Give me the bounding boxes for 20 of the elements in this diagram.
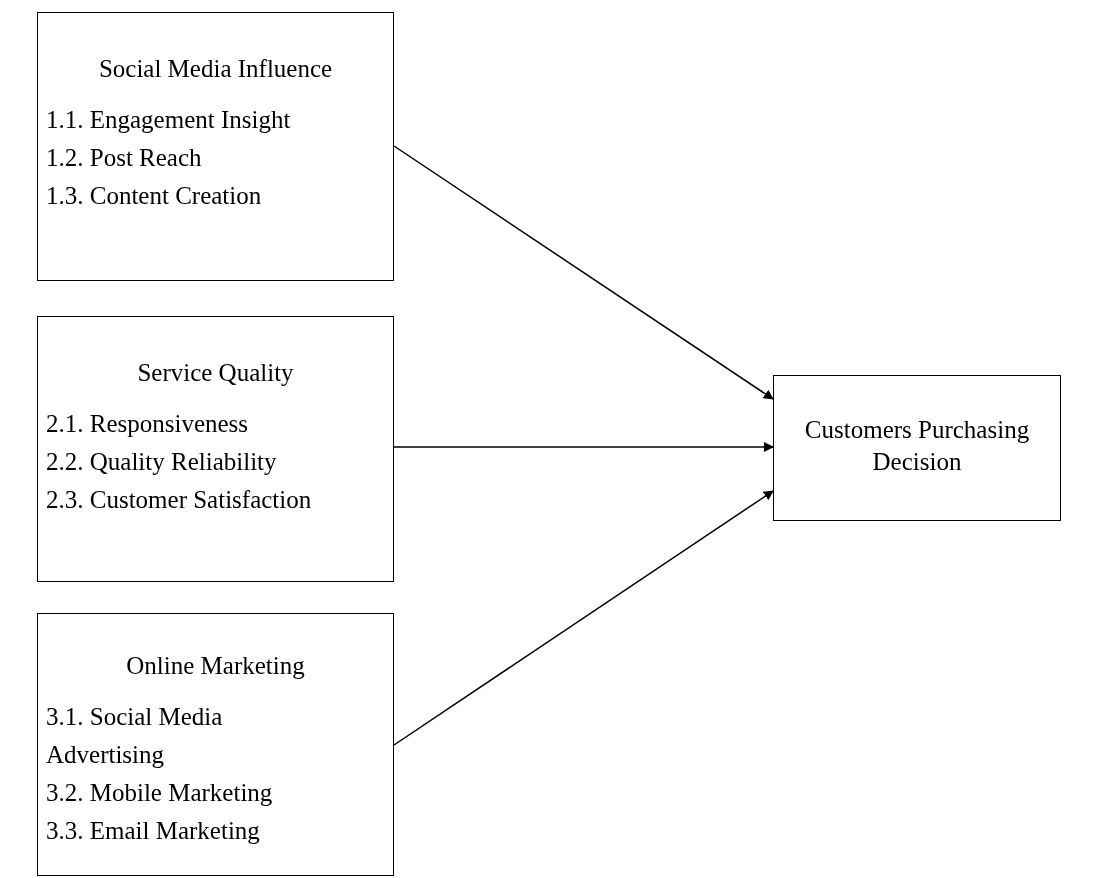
indicator-item: 2.3. Customer Satisfaction bbox=[45, 485, 313, 515]
factor-box bbox=[37, 613, 394, 876]
indicator-item: 1.2. Post Reach bbox=[45, 143, 203, 173]
indicator-item: 3.1. Social Media Advertising bbox=[45, 702, 224, 770]
factor-heading: Social Media Influence bbox=[97, 54, 334, 84]
arrow bbox=[393, 442, 774, 452]
factor-heading: Service Quality bbox=[136, 358, 295, 388]
indicator-item: 3.3. Email Marketing bbox=[45, 816, 261, 846]
arrow bbox=[393, 145, 774, 400]
factor-heading: Online Marketing bbox=[125, 651, 306, 681]
indicator-item: 1.1. Engagement Insight bbox=[45, 105, 292, 135]
indicator-item: 1.3. Content Creation bbox=[45, 181, 263, 211]
arrow bbox=[393, 490, 774, 746]
outcome-box bbox=[773, 375, 1061, 521]
node-title: Customers Purchasing Decision bbox=[803, 415, 1031, 477]
factor-box bbox=[37, 316, 394, 582]
factor-box bbox=[37, 12, 394, 281]
indicator-item: 2.1. Responsiveness bbox=[45, 409, 250, 439]
indicator-item: 3.2. Mobile Marketing bbox=[45, 778, 274, 808]
indicator-item: 2.2. Quality Reliability bbox=[45, 447, 278, 477]
